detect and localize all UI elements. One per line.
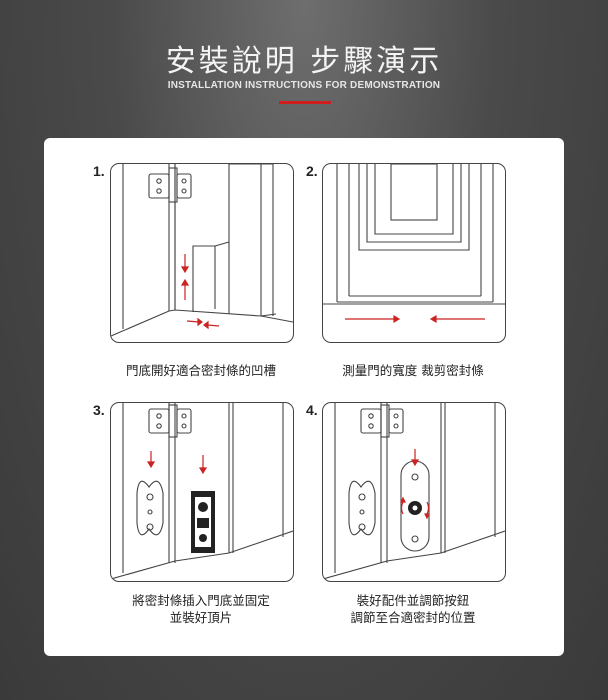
step-1-number: 1. — [93, 163, 105, 179]
door-measure-drawing — [323, 164, 505, 324]
step-1-caption: 門底開好適合密封條的凹槽 — [86, 362, 316, 379]
page-subtitle: INSTALLATION INSTRUCTIONS FOR DEMONSTRAT… — [167, 80, 441, 91]
seal-insert-drawing — [111, 403, 293, 580]
step-2-illustration — [322, 163, 506, 343]
step-2-caption: 測量門的寬度 裁剪密封條 — [298, 362, 528, 379]
step-3-illustration — [110, 402, 294, 582]
step-1-illustration — [110, 163, 294, 343]
adjust-button-drawing — [323, 403, 505, 580]
title-underline — [279, 101, 331, 104]
step-4-caption-line-1: 裝好配件並調節按鈕 — [356, 593, 470, 608]
step-2-caption-line: 測量門的寬度 裁剪密封條 — [342, 363, 484, 378]
step-4-number: 4. — [306, 402, 318, 418]
step-3-caption: 將密封條插入門底並固定 並裝好頂片 — [86, 592, 316, 626]
page-title: 安裝說明 步驟演示 — [165, 44, 443, 79]
door-groove-drawing — [111, 164, 293, 337]
step-4-illustration — [322, 402, 506, 582]
step-1-caption-line: 門底開好適合密封條的凹槽 — [125, 363, 276, 378]
step-3-caption-line-2: 並裝好頂片 — [169, 610, 233, 625]
step-3-number: 3. — [93, 402, 105, 418]
step-4-caption-line-2: 調節至合適密封的位置 — [350, 610, 476, 625]
instructions-card: 1. — [44, 138, 564, 656]
step-4-caption: 裝好配件並調節按鈕 調節至合適密封的位置 — [298, 592, 528, 626]
step-2-number: 2. — [306, 163, 318, 179]
step-3-caption-line-1: 將密封條插入門底並固定 — [132, 593, 270, 608]
